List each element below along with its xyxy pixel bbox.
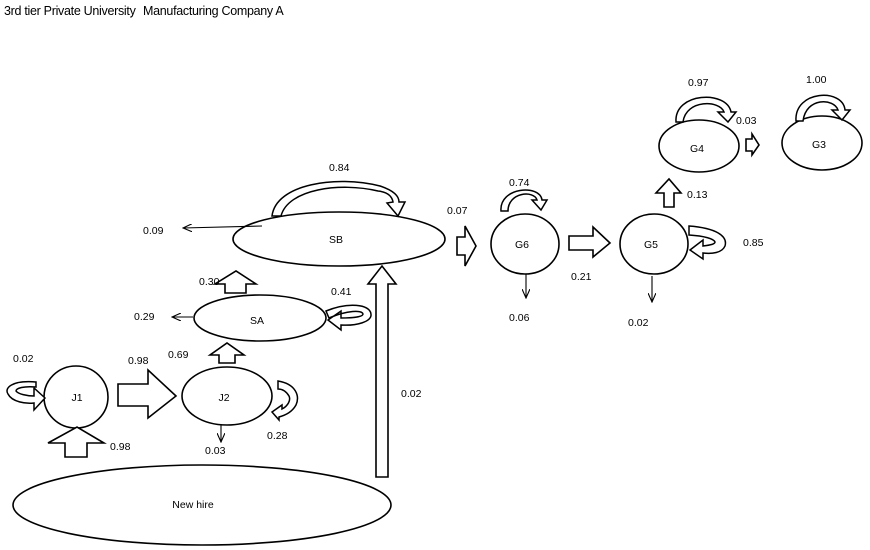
arrow-sb-exit bbox=[183, 226, 263, 228]
svg-text:G5: G5 bbox=[644, 239, 658, 251]
label-g5-to-g4: 0.13 bbox=[687, 189, 708, 201]
label-g4-self: 0.97 bbox=[688, 77, 709, 89]
header-left-title: 3rd tier Private University bbox=[4, 4, 136, 18]
arrow-g6-to-g5 bbox=[568, 225, 612, 259]
label-j2-to-sa: 0.69 bbox=[168, 349, 189, 361]
node-g5: G5 bbox=[619, 213, 689, 275]
node-j1: J1 bbox=[43, 365, 109, 429]
node-g4: G4 bbox=[658, 119, 740, 173]
loop-j2 bbox=[270, 380, 299, 422]
label-newhire-to-sb: 0.02 bbox=[401, 388, 422, 400]
node-sa: SA bbox=[193, 294, 327, 342]
arrow-newhire-to-sb bbox=[366, 264, 398, 478]
arrow-newhire-to-j1 bbox=[47, 426, 107, 458]
g5-loop-fill bbox=[688, 225, 727, 261]
loop-g4 bbox=[675, 96, 738, 124]
label-sb-to-g6: 0.07 bbox=[447, 205, 468, 217]
label-g5-self: 0.85 bbox=[743, 237, 764, 249]
label-sa-to-sb: 0.30 bbox=[199, 276, 220, 288]
arrow-g4-to-g3 bbox=[745, 131, 760, 158]
arrow-j2-to-sa bbox=[207, 342, 247, 364]
loop-g3 bbox=[795, 94, 852, 122]
arrow-sa-to-sb bbox=[212, 270, 259, 294]
header-right-title: Manufacturing Company A bbox=[143, 4, 284, 18]
label-j2-exit: 0.03 bbox=[205, 445, 226, 457]
loop-sb bbox=[271, 180, 407, 218]
label-newhire-to-j1: 0.98 bbox=[110, 441, 131, 453]
label-g6-exit: 0.06 bbox=[509, 312, 530, 324]
svg-text:J2: J2 bbox=[218, 392, 229, 404]
svg-text:G6: G6 bbox=[515, 239, 529, 251]
label-j2-self: 0.28 bbox=[267, 430, 288, 442]
node-j2: J2 bbox=[181, 366, 273, 426]
label-sa-exit: 0.29 bbox=[134, 311, 155, 323]
label-g3-self: 1.00 bbox=[806, 74, 827, 86]
svg-text:G4: G4 bbox=[690, 143, 704, 155]
node-g3: G3 bbox=[781, 115, 863, 171]
svg-text:J1: J1 bbox=[71, 392, 82, 404]
label-sb-exit: 0.09 bbox=[143, 225, 164, 237]
loop-g6 bbox=[500, 189, 549, 212]
svg-text:SA: SA bbox=[250, 315, 264, 327]
svg-text:G3: G3 bbox=[812, 139, 826, 151]
arrow-sb-to-g6 bbox=[456, 225, 477, 267]
arrow-g5-to-g4 bbox=[654, 177, 683, 208]
arrow-j1-to-j2 bbox=[117, 368, 178, 420]
loop-j1 bbox=[6, 380, 47, 412]
label-sb-self: 0.84 bbox=[329, 162, 350, 174]
label-g4-to-g3: 0.03 bbox=[736, 115, 757, 127]
node-new-hire: New hire bbox=[12, 464, 392, 546]
svg-text:SB: SB bbox=[329, 234, 343, 246]
label-g5-exit: 0.02 bbox=[628, 317, 649, 329]
label-sa-self: 0.41 bbox=[331, 286, 352, 298]
label-j1-to-j2: 0.98 bbox=[128, 355, 149, 367]
node-g6: G6 bbox=[490, 213, 560, 275]
svg-text:New hire: New hire bbox=[172, 499, 214, 511]
node-sb: SB bbox=[232, 211, 446, 267]
label-j1-self: 0.02 bbox=[13, 353, 34, 365]
loop-sa bbox=[325, 304, 372, 332]
loop-g5 bbox=[688, 225, 727, 261]
label-g6-self: 0.74 bbox=[509, 177, 530, 189]
label-g6-to-g5: 0.21 bbox=[571, 271, 592, 283]
